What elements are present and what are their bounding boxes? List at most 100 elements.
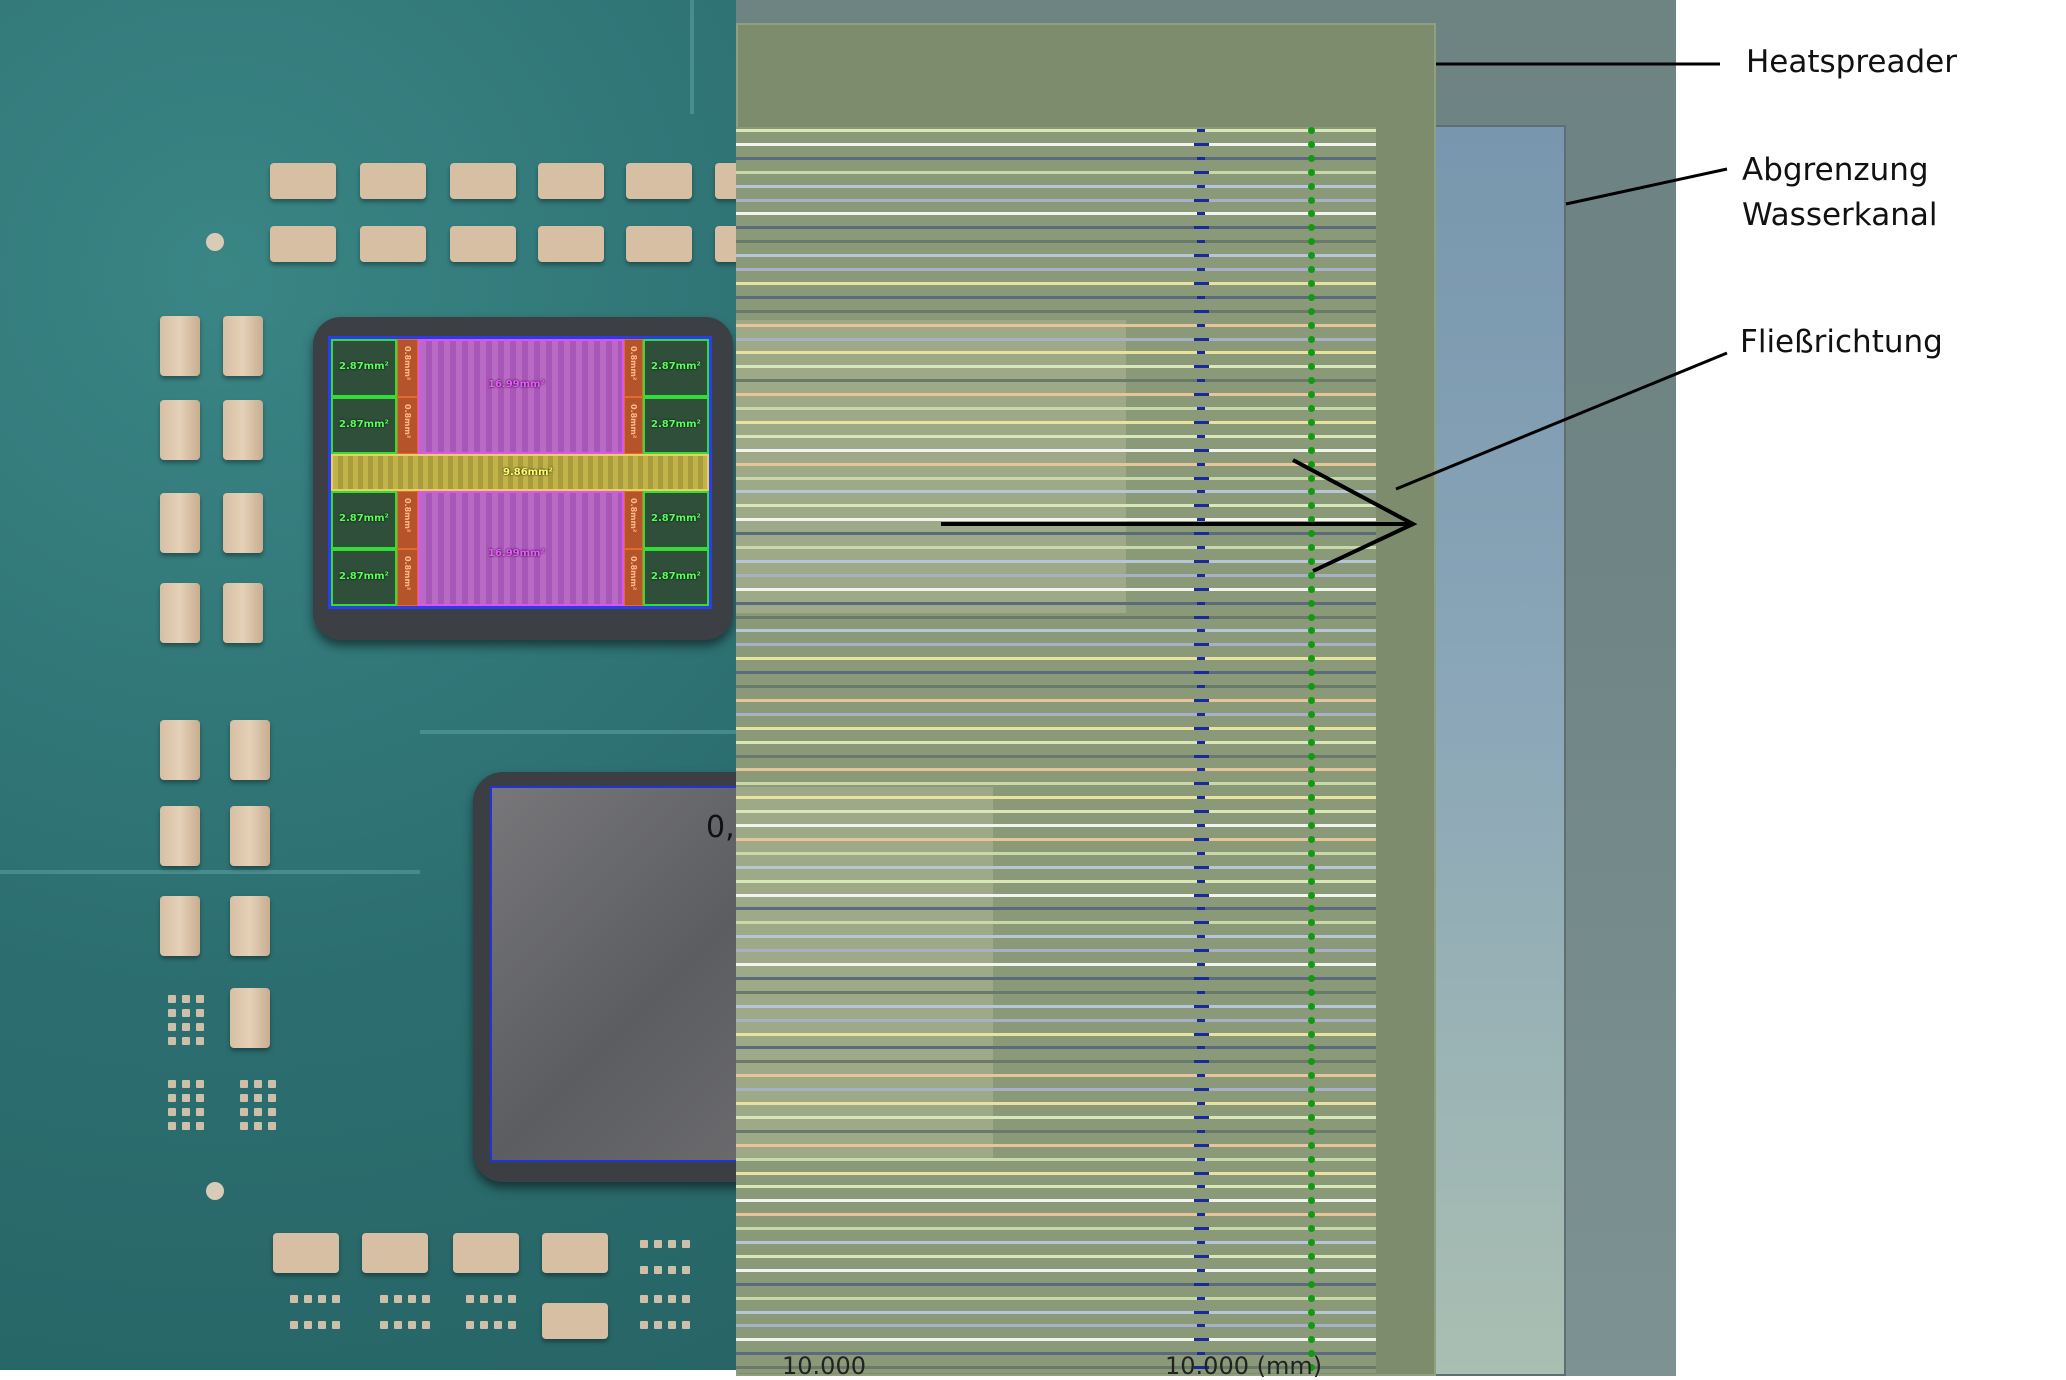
green-marker [1308, 1197, 1315, 1205]
contact-pad [168, 1080, 176, 1088]
blue-marker [1193, 1115, 1209, 1119]
blue-marker [1193, 476, 1209, 480]
green-marker [1308, 321, 1315, 329]
fin-line [736, 1074, 1376, 1078]
green-marker [1308, 446, 1315, 454]
contact-pad [182, 995, 190, 1003]
channel-boundary-label-2: Wasserkanal [1742, 197, 1938, 233]
green-marker [1308, 1294, 1315, 1302]
l3-cache-block: 16.99mm² [418, 491, 624, 606]
green-marker [1308, 669, 1315, 677]
green-marker [1308, 335, 1315, 343]
contact-pad [240, 1122, 248, 1130]
fin-line [736, 587, 1376, 591]
fin-line [736, 212, 1376, 216]
core-area-label: 2.87mm² [339, 513, 389, 524]
shaded-region [736, 320, 1126, 613]
pcb-trace [0, 870, 420, 874]
blue-marker [1193, 420, 1209, 424]
fin-line [736, 1129, 1376, 1133]
capacitor [360, 163, 426, 199]
blue-marker [1193, 782, 1209, 786]
blue-marker [1197, 240, 1205, 244]
contact-pad [168, 1037, 176, 1045]
fin-line [736, 712, 1376, 716]
blue-marker [1197, 546, 1205, 549]
contact-pad [268, 1080, 276, 1088]
blue-marker [1197, 434, 1205, 438]
blue-marker [1197, 156, 1205, 160]
green-marker [1308, 627, 1315, 635]
fin-line [736, 532, 1376, 536]
capacitor [453, 1233, 519, 1273]
capacitor [362, 1233, 428, 1273]
green-marker [1308, 766, 1315, 774]
fin-line [736, 893, 1376, 897]
core-block: 2.87mm² [331, 397, 397, 454]
green-marker [1308, 363, 1315, 371]
green-marker [1308, 1364, 1315, 1372]
blue-marker [1197, 963, 1205, 966]
fin-line [736, 309, 1376, 313]
green-marker [1308, 891, 1315, 899]
green-marker [1308, 1058, 1315, 1066]
fin-line [736, 1324, 1376, 1328]
blue-marker [1197, 1102, 1205, 1105]
fin-line [736, 351, 1376, 355]
capacitor [160, 896, 200, 956]
green-marker [1308, 710, 1315, 718]
core-block: 2.87mm² [331, 491, 397, 549]
capacitor [160, 316, 200, 376]
fin-line [736, 546, 1376, 549]
fin-line [736, 615, 1376, 619]
fin-line [736, 1171, 1376, 1175]
core-block: 2.87mm² [643, 549, 709, 606]
blue-marker [1193, 643, 1209, 647]
blue-marker [1197, 1046, 1205, 1050]
fin-line [736, 921, 1376, 925]
green-marker [1308, 1280, 1315, 1288]
contact-pad [332, 1295, 340, 1303]
contact-pad [654, 1240, 662, 1248]
blue-marker [1193, 1199, 1209, 1203]
green-marker [1308, 1030, 1315, 1038]
fin-line [736, 198, 1376, 202]
blue-marker [1193, 615, 1209, 619]
fin-line [736, 879, 1376, 883]
blue-marker [1193, 1310, 1209, 1314]
fin-line [736, 1282, 1376, 1286]
contact-pad [668, 1240, 676, 1248]
blue-marker [1197, 907, 1205, 911]
green-marker [1308, 544, 1315, 551]
cpu-package-photo: 2.87mm² 2.87mm² 0.8mm² 0.8mm² 16.99mm² 0… [0, 0, 736, 1370]
contact-pad [668, 1295, 676, 1303]
fin-line [736, 476, 1376, 480]
fin-line [736, 907, 1376, 911]
capacitor [450, 163, 516, 199]
capacitor [715, 226, 736, 262]
l3-area-label: 16.99mm² [488, 379, 545, 390]
contact-pad [466, 1295, 474, 1303]
flow-direction-label: Fließrichtung [1740, 324, 1943, 360]
core-block: 2.87mm² [643, 339, 709, 397]
blue-marker [1193, 448, 1209, 452]
green-marker [1308, 238, 1315, 246]
blue-marker [1197, 629, 1205, 633]
blue-marker [1197, 1074, 1205, 1078]
fin-line [736, 184, 1376, 188]
blue-marker [1193, 142, 1209, 146]
blue-marker [1193, 1060, 1209, 1064]
green-marker [1308, 933, 1315, 941]
green-marker [1308, 1016, 1315, 1024]
capacitor [223, 400, 263, 460]
contact-pad [508, 1295, 516, 1303]
contact-pad [654, 1266, 662, 1274]
shaded-region [736, 787, 993, 1160]
fin-line [736, 379, 1376, 383]
contact-pad [168, 1094, 176, 1102]
green-marker [1308, 252, 1315, 260]
green-marker [1308, 418, 1315, 426]
blue-marker [1197, 879, 1205, 883]
green-marker [1308, 557, 1315, 565]
